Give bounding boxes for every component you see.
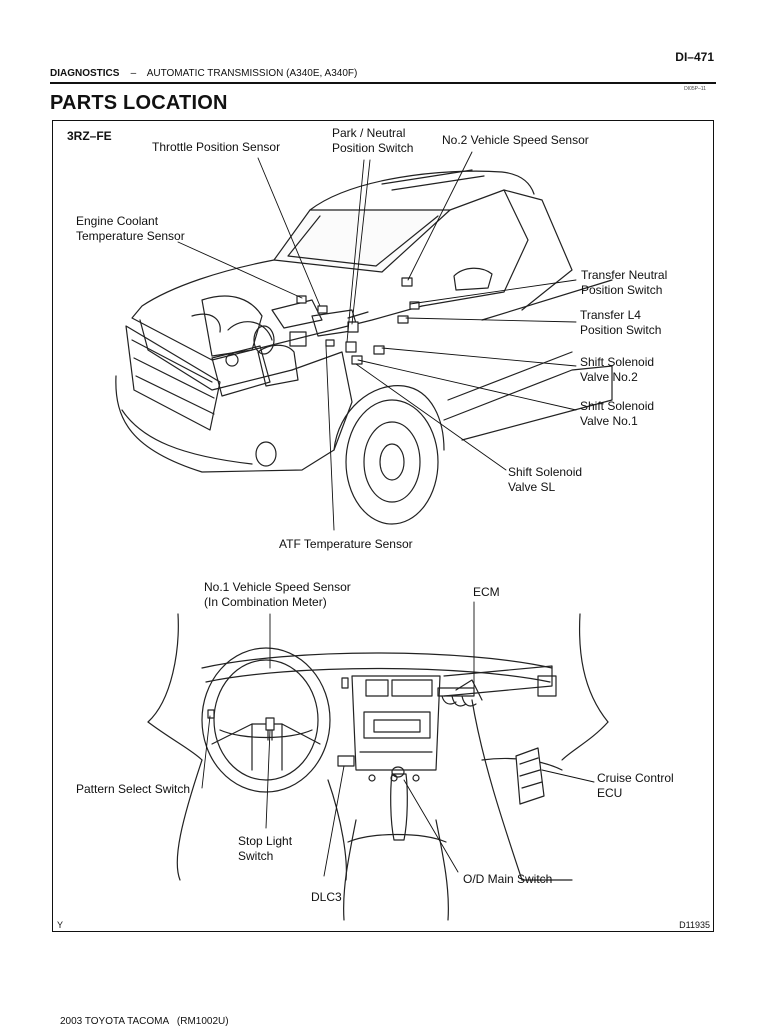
running-header: DIAGNOSTICS – AUTOMATIC TRANSMISSION (A3…: [50, 68, 357, 79]
label-park-neutral-position-switch: Park / Neutral Position Switch: [332, 126, 414, 155]
doc-id: DI05P–11: [684, 86, 706, 92]
header-rule: [50, 82, 716, 84]
header-section: DIAGNOSTICS: [50, 68, 120, 79]
figure-frame: [52, 120, 714, 932]
label-od-main-switch: O/D Main Switch: [463, 872, 553, 886]
label-pattern-select-switch: Pattern Select Switch: [76, 782, 191, 796]
label-stop-light-switch: Stop Light Switch: [238, 834, 293, 863]
label-atf-temperature-sensor: ATF Temperature Sensor: [279, 537, 413, 551]
parts-location-illustration: [115, 151, 613, 921]
sensor-markers-top: [296, 277, 420, 365]
label-transfer-l4-position-switch: Transfer L4 Position Switch: [580, 308, 662, 337]
leader-lines-top: [177, 151, 577, 531]
vehicle-drawing: [115, 169, 613, 525]
label-dlc3: DLC3: [311, 890, 342, 904]
engine-label: 3RZ–FE: [67, 129, 112, 143]
section-title: PARTS LOCATION: [50, 92, 228, 114]
label-ecm: ECM: [473, 585, 500, 599]
leader-lines-bottom: [201, 601, 595, 877]
label-no2-vehicle-speed-sensor: No.2 Vehicle Speed Sensor: [442, 133, 589, 147]
label-engine-coolant-temperature-sensor: Engine Coolant Temperature Sensor: [76, 214, 185, 243]
header-subsection: AUTOMATIC TRANSMISSION (A340E, A340F): [146, 68, 358, 79]
figure-id: D11935: [679, 920, 710, 930]
label-shift-solenoid-valve-no1: Shift Solenoid Valve No.1: [580, 399, 655, 428]
label-cruise-control-ecu: Cruise Control ECU: [597, 771, 674, 800]
label-shift-solenoid-valve-no2: Shift Solenoid Valve No.2: [580, 355, 655, 384]
label-shift-solenoid-valve-sl: Shift Solenoid Valve SL: [508, 465, 583, 494]
label-throttle-position-sensor: Throttle Position Sensor: [152, 140, 281, 154]
header-separator: –: [130, 68, 137, 79]
page-footer: 2003 TOYOTA TACOMA (RM1002U): [60, 1016, 229, 1027]
page-number: DI–471: [675, 50, 714, 64]
figure-corner-mark: Y: [57, 920, 64, 930]
label-transfer-neutral-position-switch: Transfer Neutral Position Switch: [581, 268, 668, 297]
dashboard-drawing: [147, 613, 609, 921]
label-no1-vehicle-speed-sensor: No.1 Vehicle Speed Sensor (In Combinatio…: [204, 580, 351, 609]
